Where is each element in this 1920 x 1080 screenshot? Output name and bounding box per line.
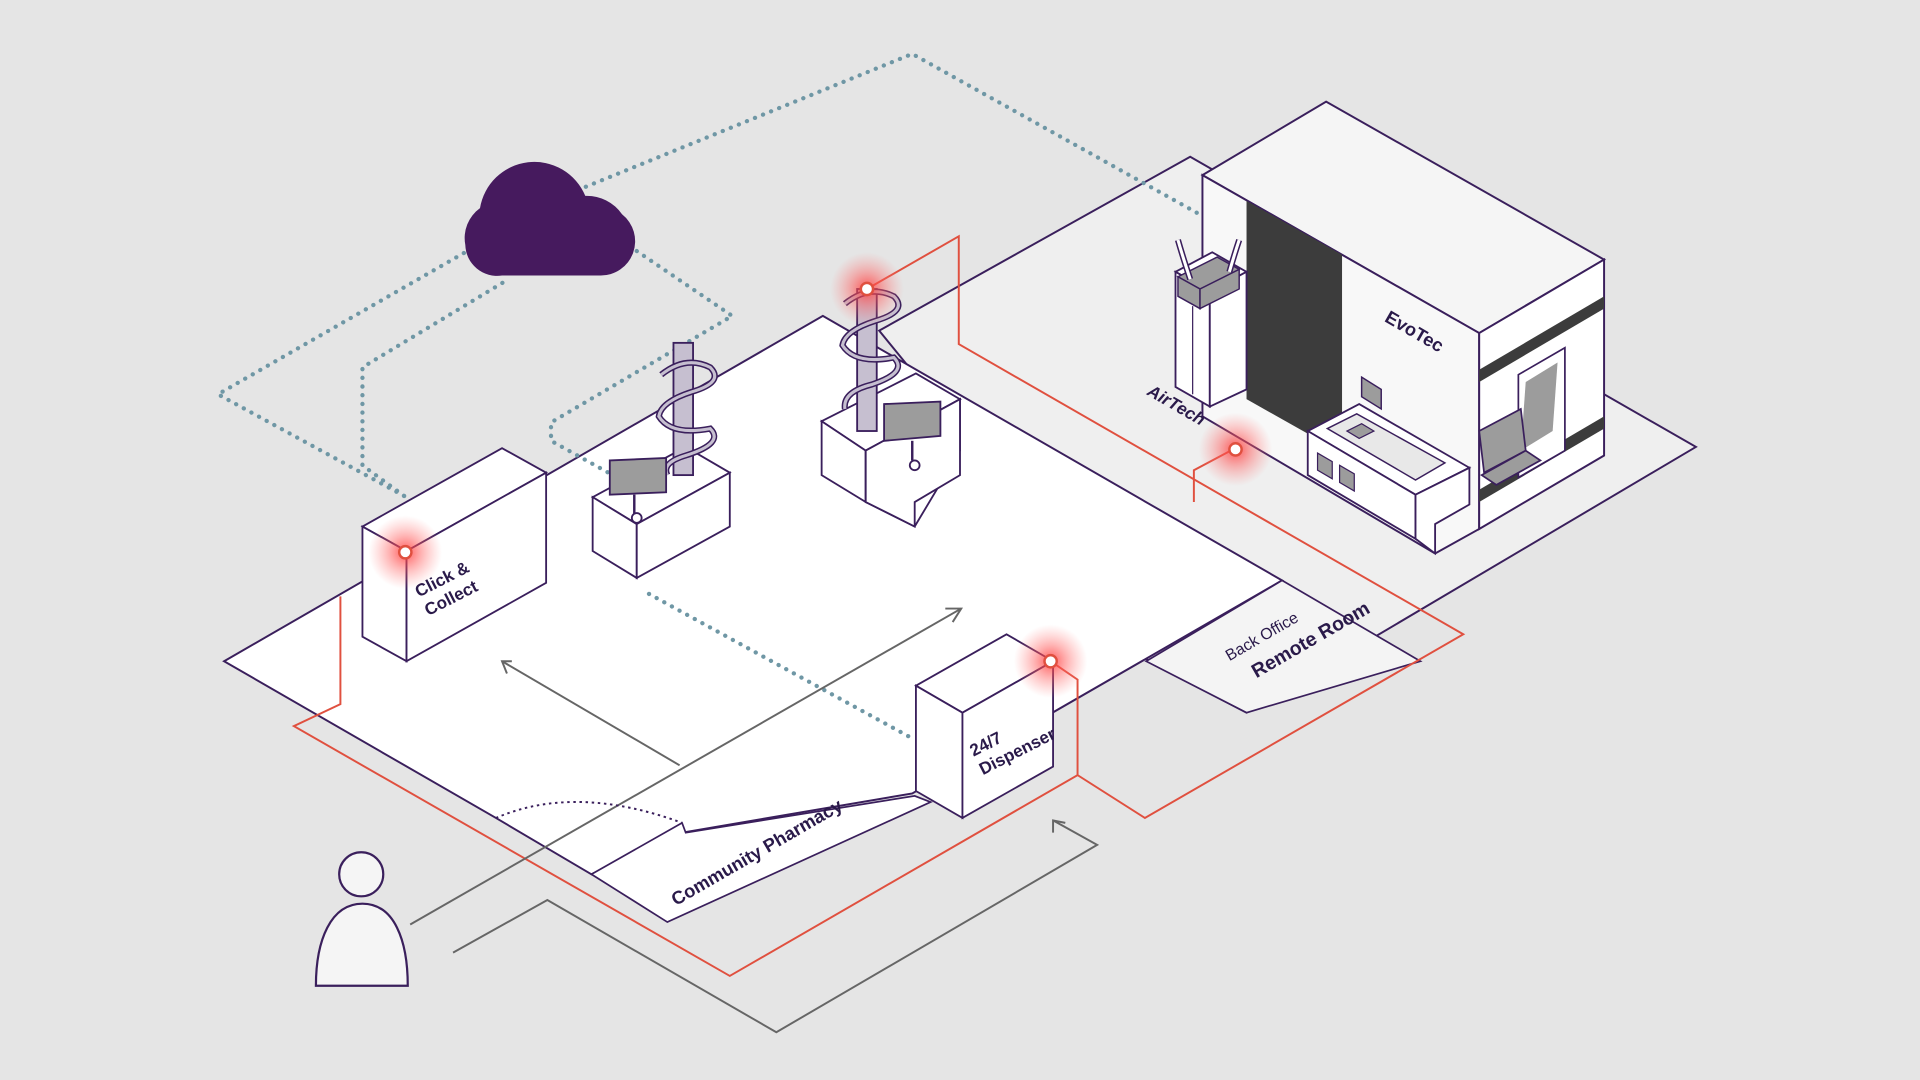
evotec-machine: EvoTec xyxy=(1200,100,1607,556)
customer-path-to-clickcollect xyxy=(501,660,681,767)
customer-paths xyxy=(409,607,1100,1034)
door-swing-arc xyxy=(495,801,683,824)
evotec-dark-panel xyxy=(1246,200,1343,454)
network-link-cloud-to-clickcollect xyxy=(360,279,507,499)
connection-points xyxy=(368,252,1273,698)
cloud-icon xyxy=(464,161,636,276)
airtech-unit: AirTech xyxy=(1143,239,1249,429)
customer-path-to-pharmacy xyxy=(409,607,962,926)
connection-point-icon xyxy=(830,252,904,326)
network-link-cloud-to-pharmacy xyxy=(548,248,737,492)
dispenser-24-7-unit: 24/7 Dispenser xyxy=(914,633,1059,820)
customer-path-to-dispenser xyxy=(452,819,1100,1034)
network-link-to-dispenser xyxy=(646,591,915,741)
delivery-link-outer xyxy=(291,234,1466,978)
connection-point-icon xyxy=(1013,624,1088,698)
back-office-strip xyxy=(1144,579,1423,714)
customer-path-arrowhead-left xyxy=(500,660,512,674)
person-icon xyxy=(314,851,409,987)
connection-point-icon xyxy=(1198,412,1273,487)
connection-point-icon xyxy=(368,515,443,589)
customer-path-arrowhead-right xyxy=(945,607,964,623)
spiral-dispenser-robot-1 xyxy=(590,341,732,580)
spiral-dispenser-robot-2 xyxy=(819,288,962,529)
customer-path-arrowhead-dispenser xyxy=(1052,819,1066,833)
